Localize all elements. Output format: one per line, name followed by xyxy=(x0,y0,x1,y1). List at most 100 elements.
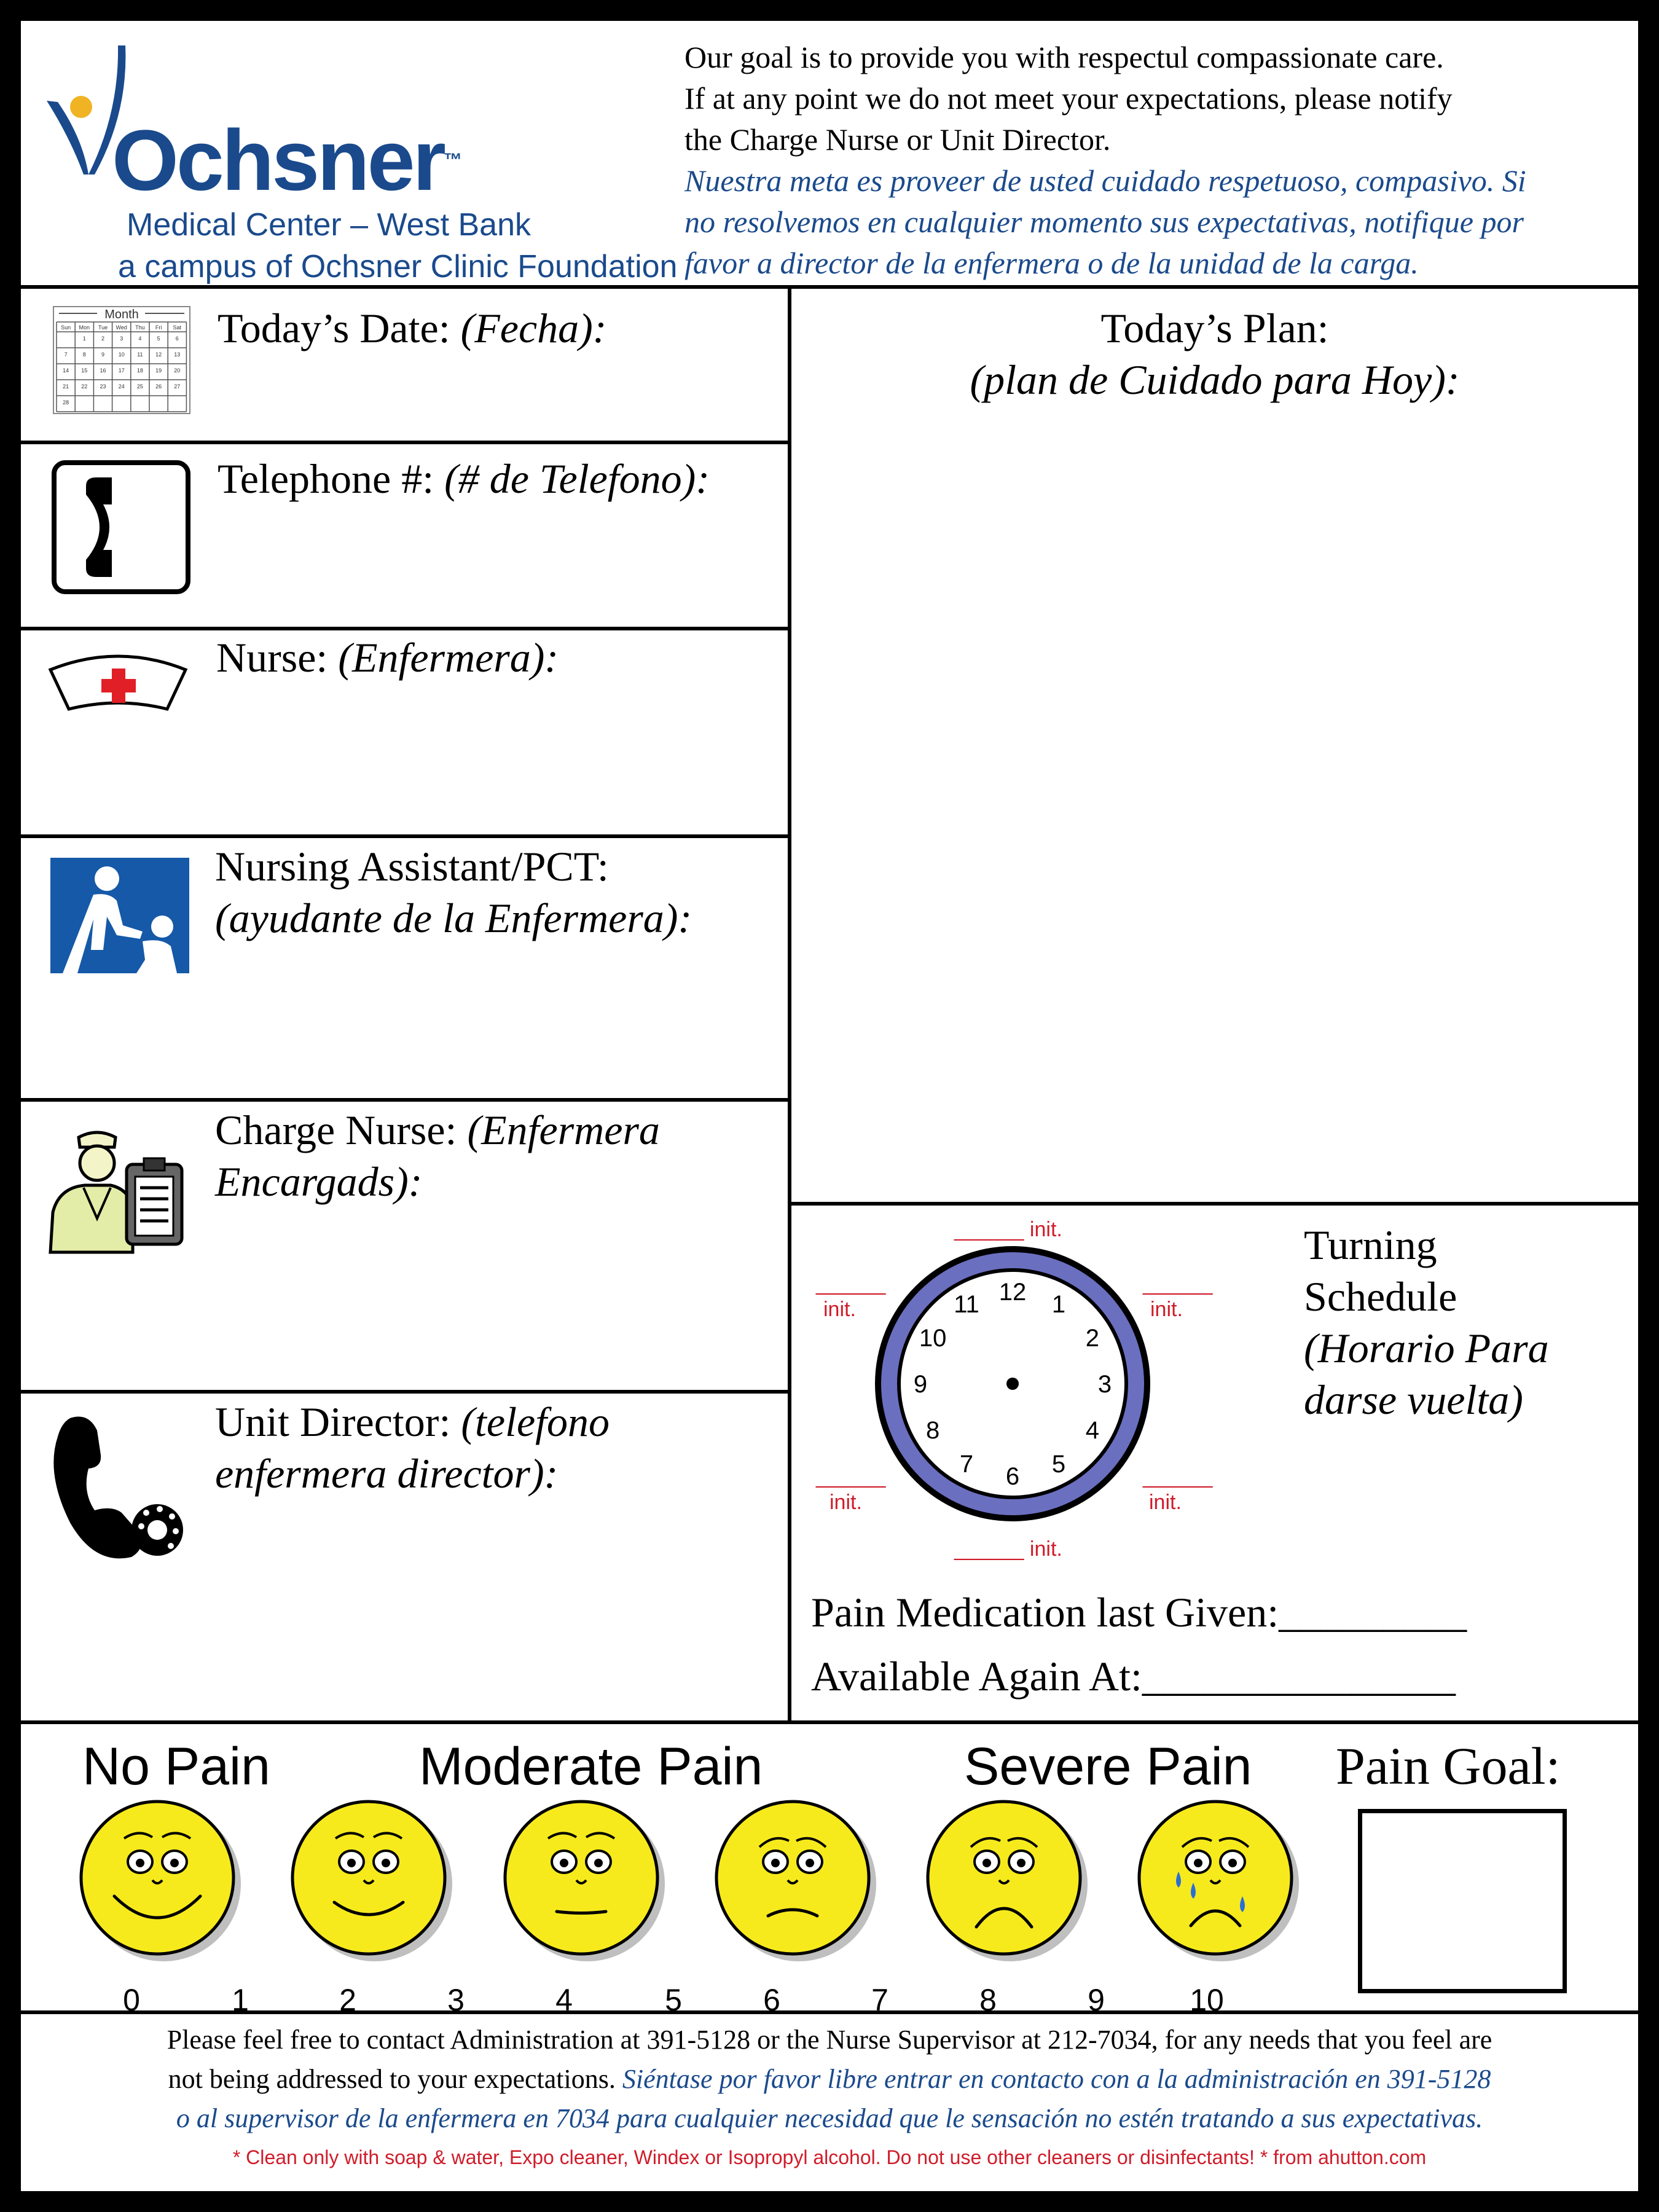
pain-goal-box[interactable] xyxy=(1358,1809,1567,1993)
pain-face[interactable] xyxy=(1137,1800,1299,1961)
pain-goal-label: Pain Goal: xyxy=(1336,1736,1561,1795)
init-blank: ______ xyxy=(954,1537,1024,1561)
available-again-at[interactable]: Available Again At:_______________ xyxy=(811,1650,1456,1702)
pain-scale-number[interactable]: 10 xyxy=(1190,1983,1224,2017)
init-blank: ______ xyxy=(1143,1272,1213,1295)
telephone-icon xyxy=(52,460,190,594)
pain-face[interactable] xyxy=(503,1800,665,1961)
calendar-date: 3 xyxy=(120,335,123,342)
pain-med-last-given[interactable]: Pain Medication last Given:_________ xyxy=(811,1586,1467,1638)
turning-title-1: Turning xyxy=(1304,1222,1437,1268)
calendar-date: 21 xyxy=(63,383,69,390)
calendar-day-header: Tue xyxy=(98,324,108,331)
clock-number: 2 xyxy=(1086,1325,1099,1352)
severe-pain-label: Severe Pain xyxy=(964,1737,1252,1796)
ochsner-logo: Ochsner™ Medical Center – West Bank a ca… xyxy=(39,45,678,304)
calendar-day-header: Mon xyxy=(79,324,90,331)
calendar-day-header: Sun xyxy=(61,324,71,331)
nurse-field[interactable]: Nurse: (Enfermera): xyxy=(21,630,788,834)
todays-plan-field[interactable]: Today’s Plan: (plan de Cuidado para Hoy)… xyxy=(791,289,1638,1202)
pain-face[interactable] xyxy=(715,1800,876,1961)
pain-faces xyxy=(79,1800,1299,1961)
telephone-label: Telephone #: xyxy=(218,455,445,502)
charge-nurse-label-es-1: (Enfermera xyxy=(467,1107,660,1153)
calendar-date: 14 xyxy=(63,367,69,374)
pain-face[interactable] xyxy=(79,1800,241,1961)
calendar-date: 25 xyxy=(137,383,143,390)
divider-row xyxy=(21,1390,790,1394)
charge-nurse-icon xyxy=(49,1131,184,1254)
footer-line-1: Please feel free to contact Administrati… xyxy=(167,2025,1492,2055)
nursing-assistant-field[interactable]: Nursing Assistant/PCT: (ayudante de la E… xyxy=(21,838,788,1098)
calendar-date: 27 xyxy=(174,383,180,390)
date-label: Today’s Date: xyxy=(218,305,461,351)
intro-text: Our goal is to provide you with respectu… xyxy=(684,37,1526,284)
pain-face[interactable] xyxy=(926,1800,1088,1961)
pain-face[interactable] xyxy=(291,1800,452,1961)
pain-med-last-given-blank: _________ xyxy=(1279,1589,1467,1636)
calendar-date: 8 xyxy=(83,351,86,358)
calendar-date: 15 xyxy=(81,367,87,374)
calendar-date: 20 xyxy=(174,367,180,374)
calendar-month: Month xyxy=(104,308,139,321)
no-pain-label: No Pain xyxy=(82,1737,270,1796)
clock-number: 4 xyxy=(1086,1417,1099,1444)
divider-row xyxy=(21,627,790,630)
clock-number: 1 xyxy=(1052,1291,1065,1318)
calendar-date: 18 xyxy=(137,367,143,374)
calendar-date: 16 xyxy=(100,367,106,374)
unit-director-field[interactable]: Unit Director: (telefono enfermera direc… xyxy=(21,1394,788,1720)
calendar-day-header: Thu xyxy=(135,324,145,331)
init-blank: ______ xyxy=(1143,1465,1213,1488)
pain-scale-number[interactable]: 0 xyxy=(123,1983,140,2017)
pain-scale-number[interactable]: 8 xyxy=(979,1983,997,2017)
date-label-es: (Fecha): xyxy=(460,305,607,351)
intro-es-2: no resolvemos en cualquier momento sus e… xyxy=(684,205,1524,239)
clock-number: 3 xyxy=(1098,1371,1112,1398)
divider-row xyxy=(21,1098,790,1102)
divider-row xyxy=(21,441,790,444)
clock-number: 7 xyxy=(960,1451,973,1478)
init-blank: ______ xyxy=(954,1218,1024,1241)
unit-director-label-es-2: enfermera director): xyxy=(215,1450,559,1497)
pain-scale-number[interactable]: 7 xyxy=(871,1983,888,2017)
available-again-label: Available Again At: xyxy=(811,1653,1142,1700)
unit-director-label-es-1: (telefono xyxy=(461,1398,610,1445)
clock-number: 9 xyxy=(914,1371,927,1398)
charge-nurse-field[interactable]: Charge Nurse: (Enfermera Encargads): xyxy=(21,1102,788,1390)
cleaning-note: * Clean only with soap & water, Expo cle… xyxy=(232,2146,1427,2168)
calendar-date: 12 xyxy=(155,351,162,358)
charge-nurse-label: Charge Nurse: xyxy=(215,1107,468,1153)
nurse-label-es: (Enfermera): xyxy=(338,634,559,681)
divider-plan xyxy=(790,1202,1638,1206)
telephone-field[interactable]: Telephone #: (# de Telefono): xyxy=(21,444,788,627)
pain-scale-number[interactable]: 3 xyxy=(447,1983,465,2017)
pain-scale-number[interactable]: 4 xyxy=(555,1983,573,2017)
telephone-label-es: (# de Telefono): xyxy=(444,455,710,502)
clock-number: 5 xyxy=(1052,1451,1065,1478)
init-label: init. xyxy=(1029,1218,1062,1241)
pain-scale-number[interactable]: 1 xyxy=(232,1983,249,2017)
calendar-date: 9 xyxy=(101,351,104,358)
pain-scale-number[interactable]: 6 xyxy=(763,1983,780,2017)
assistant-label-es: (ayudante de la Enfermera): xyxy=(215,895,692,941)
init-blank: ______ xyxy=(816,1465,886,1488)
calendar-date: 6 xyxy=(176,335,179,342)
clock-number: 10 xyxy=(919,1325,947,1352)
turning-title-es-2: darse vuelta) xyxy=(1304,1376,1523,1423)
clock-number: 12 xyxy=(999,1279,1027,1306)
calendar-day-header: Sat xyxy=(173,324,182,331)
calendar-date: 5 xyxy=(157,335,160,342)
intro-en-2: If at any point we do not meet your expe… xyxy=(684,81,1453,116)
divider-header xyxy=(21,285,1638,289)
calendar-date: 28 xyxy=(63,399,69,406)
pain-scale-number[interactable]: 9 xyxy=(1088,1983,1105,2017)
pain-scale-number[interactable]: 5 xyxy=(665,1983,682,2017)
pain-scale-number[interactable]: 2 xyxy=(339,1983,356,2017)
nursing-assistant-icon xyxy=(50,858,189,973)
assistant-label: Nursing Assistant/PCT: xyxy=(215,843,609,890)
